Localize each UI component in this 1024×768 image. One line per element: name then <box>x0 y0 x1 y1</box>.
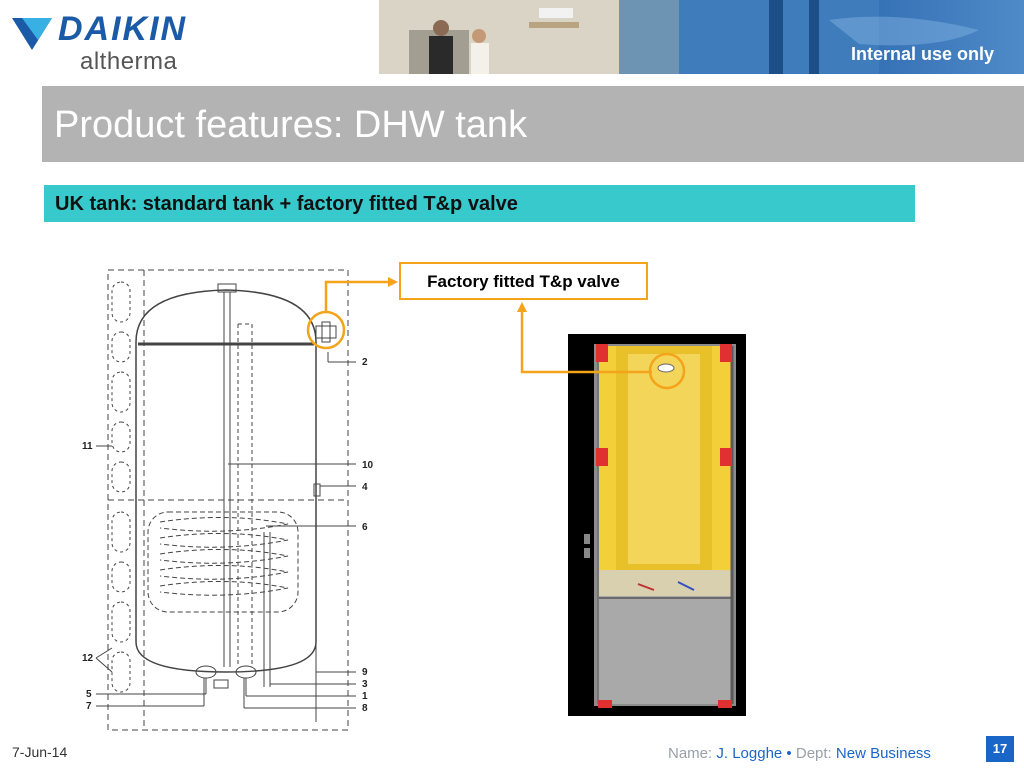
diagram-label-6: 6 <box>362 522 368 533</box>
diagram-label-2: 2 <box>362 357 368 368</box>
diagram-label-3: 3 <box>362 679 368 690</box>
classification-label: Internal use only <box>850 44 994 64</box>
diagram-label-11: 11 <box>82 441 93 452</box>
name-label: Name: <box>668 745 713 762</box>
diagram-label-9: 9 <box>362 667 368 678</box>
page-title: Product features: DHW tank <box>54 104 528 146</box>
subtitle-bar: UK tank: standard tank + factory fitted … <box>44 185 915 222</box>
brand-name: DAIKIN <box>58 10 188 48</box>
header-banner: Internal use only <box>379 0 1024 74</box>
title-bar: Product features: DHW tank <box>42 86 1024 162</box>
tank-diagram: 2 10 4 6 9 3 1 8 11 12 5 7 <box>82 269 374 731</box>
diagram-label-7: 7 <box>86 701 92 712</box>
dept-value: New Business <box>835 745 931 762</box>
daikin-logo: DAIKIN altherma <box>10 8 250 75</box>
product-name: altherma <box>80 48 178 75</box>
dept-label: Dept: <box>795 745 832 762</box>
diagram-label-12: 12 <box>82 653 94 664</box>
diagram-label-10: 10 <box>362 460 374 471</box>
footer-meta: Name: J. Logghe • Dept: New Business <box>668 745 931 762</box>
footer-date: 7-Jun-14 <box>12 744 68 760</box>
banner-image <box>379 0 979 74</box>
diagram-label-1: 1 <box>362 691 368 702</box>
tp-valve-callout: Factory fitted T&p valve <box>399 262 648 300</box>
subtitle-text: UK tank: standard tank + factory fitted … <box>55 193 518 215</box>
name-value: J. Logghe <box>716 745 783 762</box>
footer-separator: • <box>786 745 792 762</box>
diagram-label-4: 4 <box>362 482 368 493</box>
diagram-label-8: 8 <box>362 703 368 714</box>
tank-unit-photo <box>568 334 746 716</box>
daikin-logo-icon <box>12 18 52 50</box>
page-number: 17 <box>986 736 1014 762</box>
callout-text: Factory fitted T&p valve <box>427 272 620 291</box>
diagram-label-5: 5 <box>86 689 92 700</box>
